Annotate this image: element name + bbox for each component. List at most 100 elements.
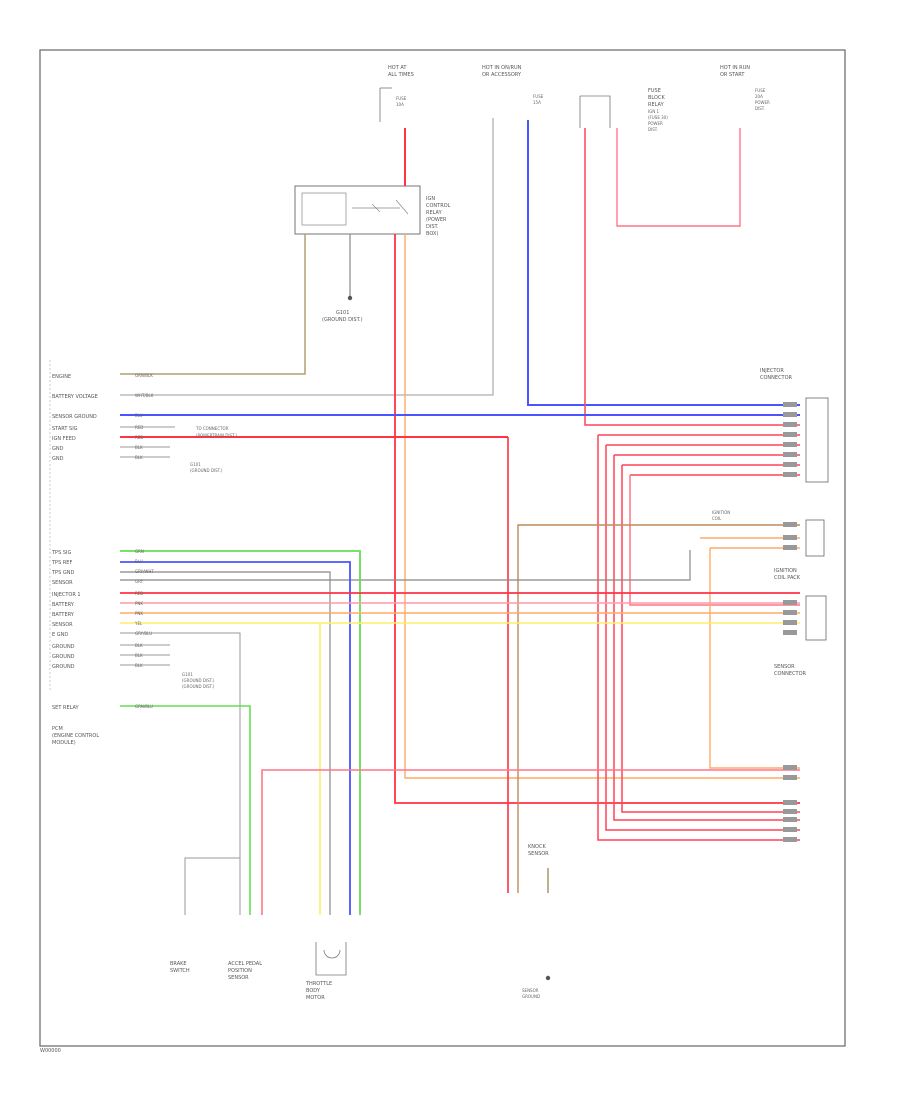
svg-text:15A: 15A [533, 100, 541, 105]
top-block-hot-at-all-times: HOT AT ALL TIMES FUSE 10A [379, 65, 414, 122]
relay-label: BOX) [426, 231, 438, 237]
ground-symbol: G101 (GROUND DIST.) [322, 234, 363, 323]
brake-switch: BRAKE SWITCH [170, 961, 190, 974]
pcm-pin-label: GROUND [52, 654, 75, 660]
bottom-block-label: SWITCH [170, 968, 190, 974]
bottom-block-label: BRAKE [170, 961, 187, 967]
pcm-pin-wire: BLU [135, 559, 143, 564]
pcm-pin-label: BATTERY [52, 612, 75, 618]
bottom-block-label: BODY [306, 988, 321, 994]
pcm-pin-label: GND [52, 446, 64, 452]
pcm-pin-wire: GRY/BLU [135, 631, 152, 636]
ground-label: G101 [336, 310, 349, 316]
svg-text:G101: G101 [182, 672, 193, 677]
sensor-connector: SENSOR CONNECTOR [774, 595, 827, 677]
injector-connector: INJECTOR CONNECTOR [760, 368, 829, 483]
top-block-label: RELAY [648, 102, 665, 108]
svg-text:GROUND: GROUND [522, 994, 540, 999]
pcm-pin-label: GROUND [52, 664, 75, 670]
svg-text:(FUSE 30): (FUSE 30) [648, 115, 668, 120]
svg-text:20A: 20A [755, 94, 763, 99]
pcm-pin-label: SENSOR GROUND [52, 414, 97, 420]
footer-code: W00000 [40, 1048, 61, 1054]
accel-pedal-sensor: ACCEL PEDAL POSITION SENSOR [228, 961, 262, 981]
diagram-frame [39, 49, 846, 1047]
svg-text:POWER: POWER [648, 121, 663, 126]
top-block-label: HOT IN ON/RUN [482, 65, 522, 71]
pcm-pin-label: ENGINE [52, 374, 71, 380]
top-block-hot-in-on-run: HOT IN ON/RUN OR ACCESSORY FUSE 15A [482, 65, 544, 105]
pcm-note: PCM [52, 726, 63, 732]
pcm-pin-label: START SIG [52, 426, 78, 432]
pcm-pin-wire: RED [135, 425, 143, 430]
top-block-label: HOT IN RUN [720, 65, 750, 71]
svg-text:COIL: COIL [712, 516, 722, 521]
svg-text:FUSE: FUSE [396, 96, 407, 101]
pcm-pin-label: GROUND [52, 644, 75, 650]
svg-text:POWER: POWER [755, 100, 770, 105]
pcm-pin-wire: YEL [134, 621, 143, 626]
right-block-label: IGNITION [774, 568, 797, 574]
bottom-block-label: SENSOR [528, 851, 549, 857]
pcm-pin-wire: RED [135, 591, 143, 596]
svg-text:FUSE: FUSE [755, 88, 766, 93]
right-block-label: SENSOR [774, 664, 795, 670]
pcm-pin-wire: GRN/BLU [135, 704, 153, 709]
top-block-label: BLOCK [648, 95, 665, 101]
pcm-pin-wire: BLK [135, 455, 143, 460]
ignition-coil-pack: IGNITION COIL IGNITION COIL PACK [712, 510, 825, 581]
pcm-pin-wire: BLK [135, 663, 143, 668]
bottom-block-label: SENSOR [228, 975, 249, 981]
pcm-connector: ENGINE ORN/BLK BATTERY VOLTAGE WHT/BLK S… [49, 360, 154, 746]
pcm-pin-wire: RED [135, 435, 143, 440]
pcm-pin-label: BATTERY VOLTAGE [52, 394, 98, 400]
pcm-pin-label: E GND [52, 632, 68, 638]
pcm-pin-label: SET RELAY [52, 705, 80, 711]
pcm-pin-wire: PNK [135, 601, 143, 606]
pcm-pin-label: INJECTOR 1 [52, 592, 81, 598]
pcm-pin-label: IGN FEED [52, 436, 76, 442]
relay-label: IGN [426, 196, 435, 202]
top-block-label: ALL TIMES [388, 72, 414, 78]
pcm-pin-label: BATTERY [52, 602, 75, 608]
pcm-pin-wire: GRN [135, 549, 144, 554]
bottom-block-label: THROTTLE [305, 981, 332, 987]
svg-text:TO CONNECTOR: TO CONNECTOR [195, 426, 229, 431]
relay-label: CONTROL [426, 203, 451, 209]
top-block-label: OR START [720, 72, 745, 78]
pcm-pin-label: TPS SIG [51, 550, 71, 556]
svg-text:(GROUND DIST.): (GROUND DIST.) [182, 684, 215, 689]
pin-markers [783, 402, 797, 842]
right-block-label: INJECTOR [760, 368, 784, 374]
pcm-pin-wire: GRY/WHT [135, 569, 154, 574]
pcm-pin-wire: BLU [135, 413, 143, 418]
bottom-block-label: MOTOR [306, 995, 325, 1001]
svg-text:10A: 10A [396, 102, 404, 107]
relay-label: RELAY [426, 210, 443, 216]
pcm-pin-wire: PNK [135, 611, 143, 616]
pcm-pin-label: SENSOR [52, 622, 73, 628]
svg-text:G101: G101 [190, 462, 201, 467]
top-block-hot-in-run-start: HOT IN RUN OR START FUSE 20A POWER DIST. [720, 65, 770, 111]
pcm-pin-wire: WHT/BLK [135, 393, 154, 398]
svg-text:(GROUND DIST.): (GROUND DIST.) [182, 678, 215, 683]
top-block-fuse-block: FUSE BLOCK RELAY IGN 1 (FUSE 30) POWER D… [579, 88, 668, 132]
right-block-label: CONNECTOR [774, 671, 807, 677]
bottom-block-label: ACCEL PEDAL [228, 961, 262, 967]
right-block-label: CONNECTOR [760, 375, 793, 381]
svg-text:SENSOR: SENSOR [522, 988, 539, 993]
relay-label: DIST. [426, 224, 439, 230]
knock-sensor: KNOCK SENSOR SENSOR GROUND [522, 844, 551, 999]
pcm-pin-label: GND [52, 456, 64, 462]
right-block-label: COIL PACK [774, 575, 801, 581]
bottom-block-label: POSITION [228, 968, 252, 974]
svg-text:(POWERTRAIN DIST.): (POWERTRAIN DIST.) [196, 433, 237, 438]
top-block-label: FUSE [648, 88, 661, 94]
pcm-note: MODULE) [52, 740, 76, 746]
pcm-pin-wire: ORN/BLK [135, 373, 153, 378]
throttle-body-motor: THROTTLE BODY MOTOR [305, 942, 347, 1001]
bottom-block-label: KNOCK [528, 844, 546, 850]
pcm-pin-wire: GRY [135, 579, 144, 584]
svg-text:IGN 1: IGN 1 [648, 109, 660, 114]
